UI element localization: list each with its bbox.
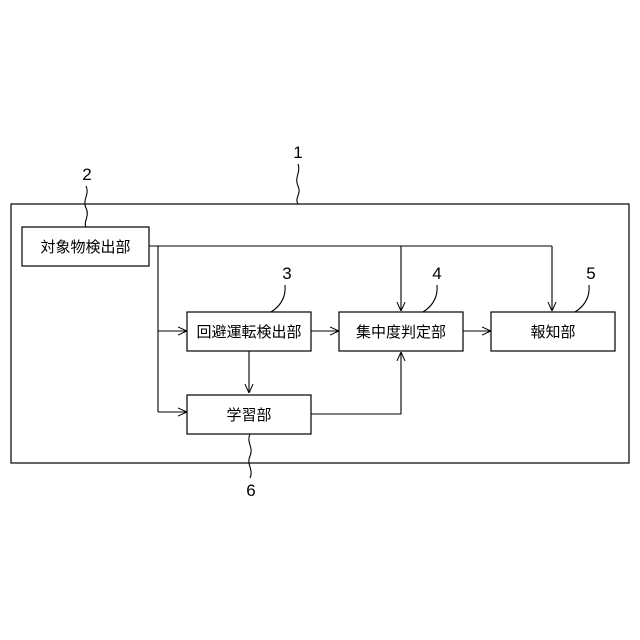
notifier-ref-leader xyxy=(575,285,589,312)
concentration-judge-ref-number: 4 xyxy=(432,264,441,283)
learning-ref-leader xyxy=(249,434,251,478)
learning-label: 学習部 xyxy=(226,406,271,424)
object-detector-label: 対象物検出部 xyxy=(40,238,130,256)
avoidance-detector-ref-number: 3 xyxy=(282,264,291,283)
system-ref-leader xyxy=(297,164,299,204)
avoidance-detector-label: 回避運転検出部 xyxy=(196,323,301,341)
avoidance-detector-block: 回避運転検出部 xyxy=(187,312,311,351)
avoidance-detector-ref-leader xyxy=(271,285,285,312)
system-ref-number: 1 xyxy=(293,143,302,162)
learning-ref-number: 6 xyxy=(246,481,255,500)
notifier-block: 報知部 xyxy=(491,312,615,351)
concentration-judge-block: 集中度判定部 xyxy=(339,312,463,351)
learning-block: 学習部 xyxy=(187,395,311,434)
object-detector-ref-leader xyxy=(85,186,87,227)
concentration-judge-label: 集中度判定部 xyxy=(356,323,446,341)
object-detector-ref-number: 2 xyxy=(82,165,91,184)
object-detector-block: 対象物検出部 xyxy=(22,227,149,266)
notifier-label: 報知部 xyxy=(530,323,575,341)
notifier-ref-number: 5 xyxy=(586,264,595,283)
arrow-learning-to-concentration xyxy=(311,352,401,414)
concentration-judge-ref-leader xyxy=(423,285,437,312)
